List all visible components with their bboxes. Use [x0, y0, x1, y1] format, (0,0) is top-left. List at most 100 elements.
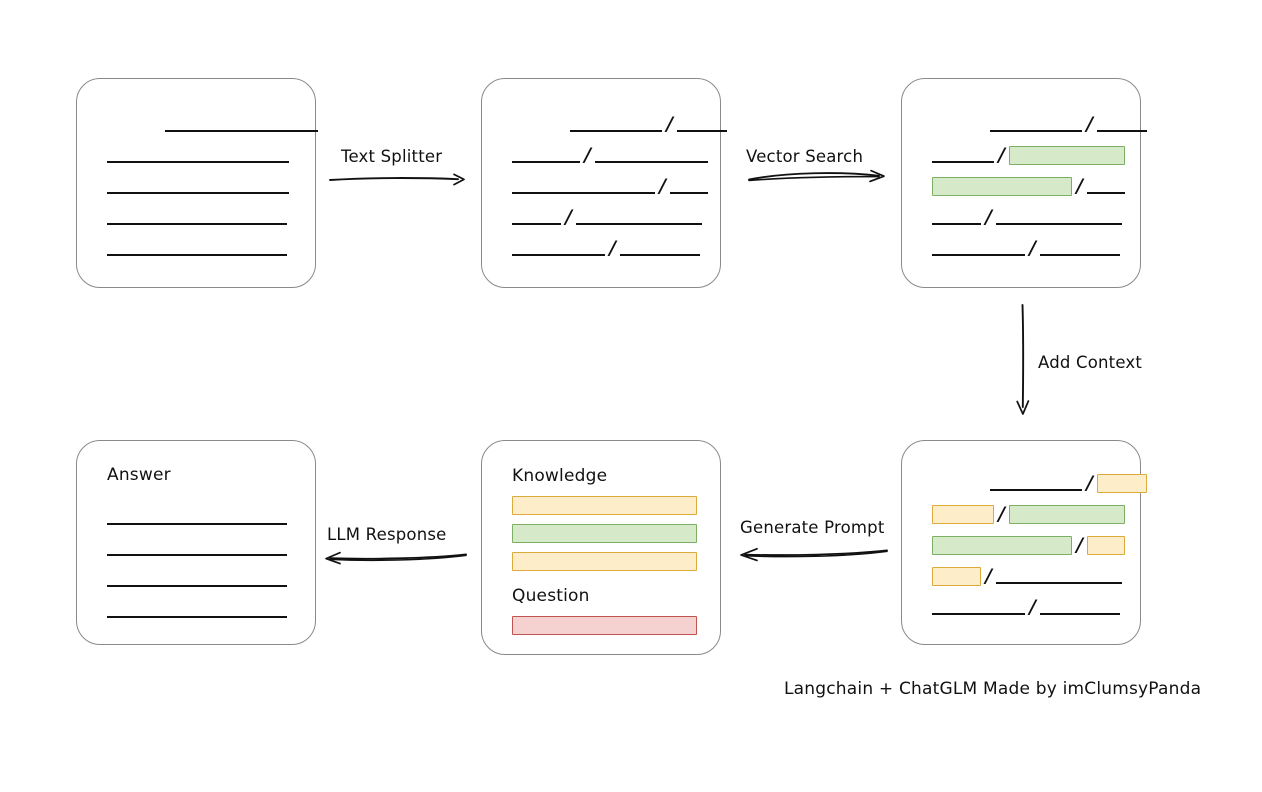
document-line: /	[932, 207, 1122, 227]
highlighted-chunk-green	[1008, 145, 1125, 165]
document-line	[107, 176, 289, 196]
text-line-segment	[512, 254, 605, 256]
text-line-segment	[570, 130, 662, 132]
text-line-segment	[932, 254, 1025, 256]
document-line: /	[932, 238, 1120, 258]
highlighted-chunk-yellow	[1096, 473, 1147, 493]
footer-caption: Langchain + ChatGLM Made by imClumsyPand…	[784, 679, 1202, 699]
text-line-segment	[594, 161, 708, 163]
highlighted-chunk-yellow	[932, 504, 994, 524]
edge-label-add-context: Add Context	[1038, 353, 1143, 372]
knowledge-label: Knowledge	[512, 466, 608, 486]
chunk-separator-slash: /	[1029, 595, 1036, 618]
document-line: /	[990, 473, 1147, 493]
arrow-add-context	[1012, 304, 1036, 417]
document-line	[107, 238, 287, 258]
document-line	[107, 600, 287, 620]
document-line	[107, 507, 287, 527]
text-line-segment	[1039, 613, 1120, 615]
chunk-separator-slash: /	[1086, 471, 1093, 494]
text-line-segment	[575, 223, 702, 225]
document-line	[107, 207, 287, 227]
chunk-separator-slash: /	[666, 112, 673, 135]
text-line-segment	[990, 130, 1082, 132]
chunk-separator-slash: /	[1029, 236, 1036, 259]
text-line-segment	[107, 192, 289, 194]
document-line: /	[512, 207, 702, 227]
document-line: /	[570, 114, 727, 134]
text-line-segment	[512, 161, 580, 163]
node-split-chunks[interactable]: / / / / /	[481, 78, 727, 288]
document-line: /	[932, 535, 1125, 555]
document-line	[165, 114, 318, 134]
document-line: /	[512, 238, 700, 258]
text-line-segment	[676, 130, 727, 132]
answer-label: Answer	[107, 465, 171, 485]
highlighted-chunk-yellow	[932, 566, 981, 586]
edge-label-generate-prompt: Generate Prompt	[740, 518, 885, 537]
edge-label-text-splitter: Text Splitter	[341, 147, 443, 166]
chunk-separator-slash: /	[998, 502, 1005, 525]
text-line-segment	[932, 161, 994, 163]
arrow-llm-response	[320, 548, 467, 566]
text-line-segment	[1086, 192, 1125, 194]
document-line: /	[932, 566, 1122, 586]
text-line-segment	[107, 161, 289, 163]
edge-label-llm-response: LLM Response	[327, 525, 447, 544]
chunk-separator-slash: /	[609, 236, 616, 259]
highlighted-chunk-yellow	[1086, 535, 1125, 555]
chunk-separator-slash: /	[659, 174, 666, 197]
text-line-segment	[107, 523, 287, 525]
text-line-segment	[107, 616, 287, 618]
document-line: /	[932, 504, 1125, 524]
chunk-separator-slash: /	[985, 564, 992, 587]
highlighted-chunk-green	[932, 535, 1072, 555]
document-line	[107, 538, 287, 558]
node-answer[interactable]: Answer	[76, 440, 316, 645]
text-line-segment	[512, 223, 561, 225]
chunk-separator-slash: /	[565, 205, 572, 228]
prompt-bar-red	[512, 616, 697, 635]
chunk-separator-slash: /	[998, 143, 1005, 166]
document-line: /	[512, 145, 708, 165]
document-line: /	[512, 176, 708, 196]
document-line: /	[990, 114, 1147, 134]
text-line-segment	[932, 223, 981, 225]
node-prompt[interactable]: Knowledge Question	[481, 440, 721, 655]
text-line-segment	[107, 585, 287, 587]
text-line-segment	[995, 223, 1122, 225]
document-line: /	[932, 145, 1125, 165]
node-source-document[interactable]	[76, 78, 318, 288]
text-line-segment	[512, 192, 655, 194]
document-line: /	[932, 597, 1120, 617]
arrow-text-splitter	[329, 172, 468, 188]
chunk-separator-slash: /	[584, 143, 591, 166]
prompt-bar-yellow	[512, 552, 697, 571]
chunk-separator-slash: /	[1086, 112, 1093, 135]
document-line	[107, 569, 287, 589]
arrow-generate-prompt	[735, 545, 888, 563]
text-line-segment	[1039, 254, 1120, 256]
prompt-bar-yellow	[512, 496, 697, 515]
text-line-segment	[669, 192, 708, 194]
text-line-segment	[995, 582, 1122, 584]
question-label: Question	[512, 586, 590, 606]
node-matched-chunks[interactable]: / / / / /	[901, 78, 1147, 288]
text-line-segment	[165, 130, 318, 132]
edge-label-vector-search: Vector Search	[746, 147, 864, 166]
text-line-segment	[107, 223, 287, 225]
document-line	[107, 145, 289, 165]
text-line-segment	[619, 254, 700, 256]
text-line-segment	[107, 554, 287, 556]
arrow-vector-search	[748, 168, 889, 186]
highlighted-chunk-green	[932, 176, 1072, 196]
chunk-separator-slash: /	[1076, 533, 1083, 556]
node-context-chunks[interactable]: / / / / /	[901, 440, 1147, 645]
text-line-segment	[1096, 130, 1147, 132]
text-line-segment	[990, 489, 1082, 491]
chunk-separator-slash: /	[1076, 174, 1083, 197]
document-line: /	[932, 176, 1125, 196]
text-line-segment	[932, 613, 1025, 615]
prompt-bar-green	[512, 524, 697, 543]
